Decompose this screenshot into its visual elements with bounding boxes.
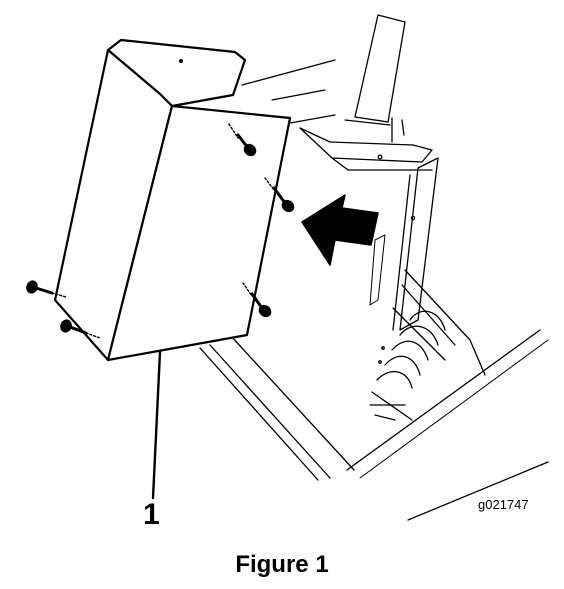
- bolt-bottom-right: [242, 282, 272, 318]
- bolt-left-upper: [26, 280, 67, 298]
- figure-caption: Figure 1: [235, 551, 329, 578]
- machine-frame: [199, 14, 549, 521]
- bolt-right: [264, 177, 295, 213]
- bolt-left-lower: [60, 319, 101, 339]
- bolt-top: [228, 123, 257, 157]
- arrow-left-icon: [301, 194, 379, 266]
- illustration: [26, 14, 549, 521]
- graphic-id: g021747: [478, 497, 529, 512]
- callout-leader: [151, 350, 162, 500]
- bolt-icon: [26, 123, 295, 339]
- callout-number: 1: [143, 498, 160, 531]
- guard-cover: [53, 38, 292, 362]
